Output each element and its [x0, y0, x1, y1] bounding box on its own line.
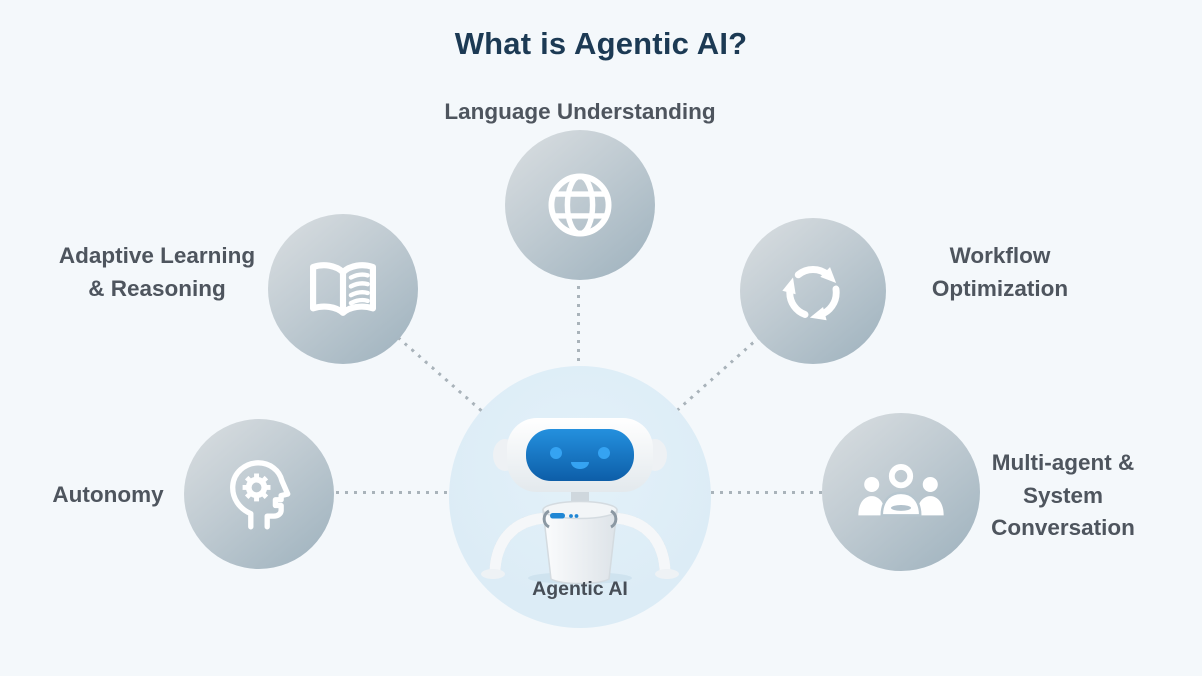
people-group-icon — [858, 463, 944, 517]
label-agentic-ai: Agentic AI — [532, 578, 628, 600]
robot-right-arm — [608, 512, 671, 577]
globe-icon — [548, 173, 612, 237]
robot-left-arm — [489, 512, 552, 577]
robot-right-eye — [598, 447, 610, 459]
node-language-understanding — [505, 130, 655, 280]
gear-glyph — [242, 473, 271, 502]
robot-smile — [571, 462, 589, 469]
label-multi-agent-system-conversation: Multi-agent & System Conversation — [991, 450, 1135, 540]
connector-language-to-center — [577, 286, 580, 364]
connector-autonomy-to-center — [336, 491, 449, 494]
page-title: What is Agentic AI? — [454, 26, 748, 61]
node-workflow-optimization — [740, 218, 886, 364]
label-workflow-optimization: Workflow Optimization — [931, 243, 1069, 301]
label-adaptive-learning-reasoning: Adaptive Learning & Reasoning — [58, 243, 256, 301]
robot-chest-dot-2 — [574, 514, 579, 518]
robot-right-socket — [610, 509, 618, 529]
robot-face-screen — [526, 429, 634, 481]
node-multi-agent-system-conversation — [822, 413, 980, 571]
robot-chest-dot-1 — [569, 514, 573, 518]
robot-right-hand — [655, 569, 679, 579]
label-language-understanding: Language Understanding — [444, 99, 716, 124]
node-autonomy — [184, 419, 334, 569]
connector-multiagent-to-center — [711, 491, 823, 494]
cycle-arrows-icon — [782, 266, 840, 321]
robot-illustration — [481, 418, 679, 585]
label-autonomy: Autonomy — [52, 482, 164, 507]
robot-chest-pill — [550, 513, 565, 519]
robot-left-hand — [481, 569, 505, 579]
robot-body — [542, 509, 618, 585]
robot-left-eye — [550, 447, 562, 459]
open-book-icon — [310, 262, 376, 316]
robot-left-socket — [542, 509, 550, 529]
node-adaptive-learning-reasoning — [268, 214, 418, 364]
head-gear-icon — [230, 460, 291, 530]
